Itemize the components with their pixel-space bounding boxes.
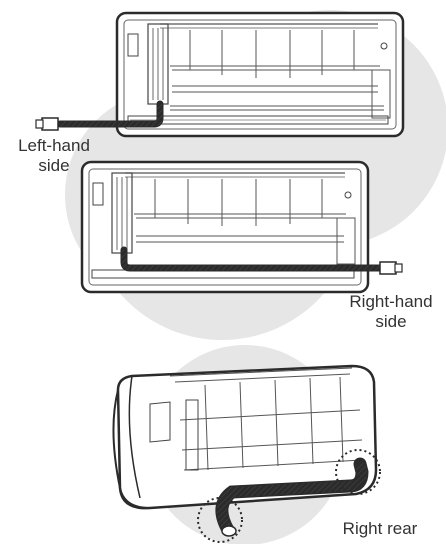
label-right-hand-side: Right-hand side [336,292,446,332]
unit-top-ribs [189,30,355,78]
pipe-rear [217,462,368,533]
unit-middle-casing [80,160,370,294]
label-right-rear: Right rear [342,519,418,538]
unit-bottom-rear [112,364,381,543]
pipe-left [60,104,163,127]
unit-middle-right-pipe [80,160,403,294]
unit-top-left-pipe [35,11,405,138]
pipe-rear-end [221,525,237,537]
pipe-right-connector [379,261,397,275]
dotted-circle-right-rear [335,449,381,495]
unit-bottom-body [116,364,378,510]
unit-bottom-back-grid [179,376,363,471]
label-left-hand-side: Left-hand side [2,136,106,176]
pipe-right [121,250,382,271]
dotted-circle-left-rear [197,497,243,543]
unit-top-casing [115,11,405,138]
label-right-line2: side [375,312,407,331]
unit-top-inner [123,19,397,130]
label-left-line1: Left-hand [18,136,90,155]
label-left-line2: side [38,156,70,175]
label-right-line1: Right-hand [349,292,433,311]
unit-middle-inner [88,168,362,286]
pipe-left-connector [41,117,59,131]
